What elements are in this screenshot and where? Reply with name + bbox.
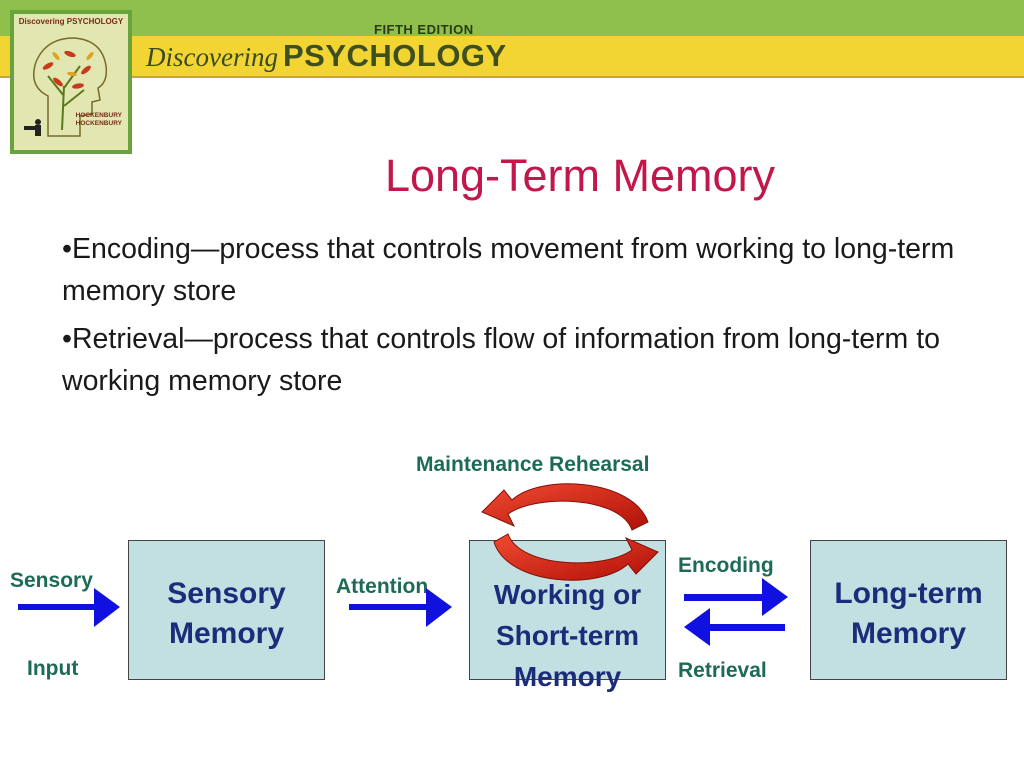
retrieval-label: Retrieval <box>678 659 767 682</box>
maintenance-rehearsal-cycle-icon <box>481 483 659 581</box>
sensory-memory-box: Sensory Memory <box>128 540 325 680</box>
sensory-input-arrow-icon <box>18 588 120 627</box>
maintenance-rehearsal-label: Maintenance Rehearsal <box>416 453 650 476</box>
retrieval-arrow-icon <box>684 608 785 646</box>
header-yellow-band <box>0 36 1024 76</box>
edition-label: FIFTH EDITION <box>374 22 474 37</box>
long-term-memory-box: Long-term Memory <box>810 540 1007 680</box>
brand-part2: PSYCHOLOGY <box>282 38 507 73</box>
header-green-band <box>0 0 1024 36</box>
working-memory-box: Working or Short-term Memory <box>469 540 666 692</box>
brand-logo: Discovering PSYCHOLOGY <box>146 38 507 76</box>
bullet-list: •Encoding—process that controls movement… <box>62 228 962 408</box>
slide-title: Long-Term Memory <box>384 150 776 201</box>
encoding-arrow-icon <box>684 578 788 616</box>
sensory-input-label-bottom: Input <box>27 657 79 680</box>
attention-label: Attention <box>336 575 429 598</box>
bullet-encoding: •Encoding—process that controls movement… <box>62 233 955 307</box>
encoding-label: Encoding <box>678 554 774 577</box>
bullet-retrieval: •Retrieval—process that controls flow of… <box>62 323 940 397</box>
sensory-input-label-top: Sensory <box>10 569 93 592</box>
attention-arrow-icon <box>349 588 452 627</box>
cover-title: Discovering PSYCHOLOGY <box>18 17 124 26</box>
tree-head-illustration-icon <box>24 37 108 137</box>
header-divider <box>0 76 1024 78</box>
book-cover: Discovering PSYCHOLOGY HOCKENBURY HOCKEN… <box>10 10 132 154</box>
cover-authors: HOCKENBURY HOCKENBURY <box>75 112 122 127</box>
brand-part1: Discovering <box>146 42 278 72</box>
